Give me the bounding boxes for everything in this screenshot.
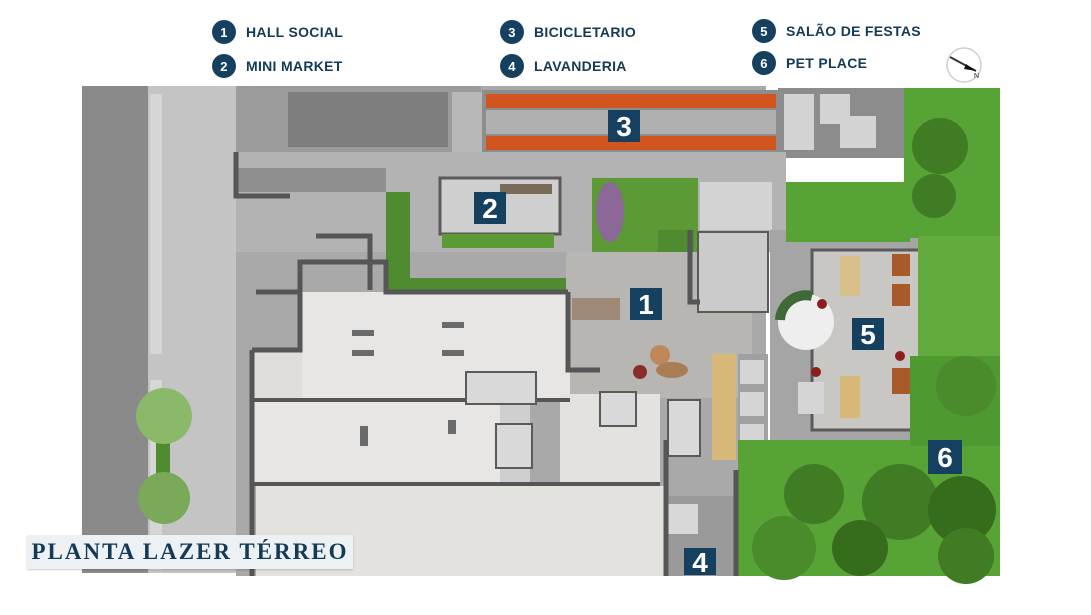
- marker-5: 5: [852, 318, 884, 350]
- plan-title: PLANTA LAZER TÉRREO: [27, 535, 353, 569]
- marker-3: 3: [608, 110, 640, 142]
- legend-label: PET PLACE: [786, 55, 868, 71]
- street: [82, 86, 148, 573]
- svg-text:2: 2: [482, 193, 498, 224]
- svg-text:1: 1: [638, 289, 654, 320]
- svg-text:5: 5: [860, 319, 876, 350]
- marker-6: 6: [928, 440, 962, 474]
- legend-label: MINI MARKET: [246, 58, 343, 74]
- legend-item-pet-place: 6 PET PLACE: [752, 51, 867, 75]
- legend-item-lavanderia: 4 LAVANDERIA: [500, 54, 627, 78]
- legend-number: 4: [500, 54, 524, 78]
- legend-number: 5: [752, 19, 776, 43]
- legend-label: LAVANDERIA: [534, 58, 627, 74]
- marker-1: 1: [630, 288, 662, 320]
- svg-text:3: 3: [616, 111, 632, 142]
- legend-item-bicicletario: 3 BICICLETARIO: [500, 20, 636, 44]
- marker-4: 4: [684, 547, 716, 578]
- svg-text:6: 6: [937, 442, 953, 473]
- parking-garage: [252, 292, 666, 576]
- north-arrow-icon: N: [946, 47, 982, 83]
- svg-text:N: N: [974, 73, 979, 80]
- legend-label: HALL SOCIAL: [246, 24, 344, 40]
- marker-2: 2: [474, 192, 506, 224]
- legend-number: 3: [500, 20, 524, 44]
- legend-item-mini-market: 2 MINI MARKET: [212, 54, 343, 78]
- sidewalk-trees: [136, 388, 192, 524]
- legend-number: 1: [212, 20, 236, 44]
- salao-de-festas-room: [770, 230, 922, 440]
- svg-text:4: 4: [692, 547, 708, 578]
- legend-number: 6: [752, 51, 776, 75]
- legend-number: 2: [212, 54, 236, 78]
- legend-item-hall-social: 1 HALL SOCIAL: [212, 20, 343, 44]
- legend-label: SALÃO DE FESTAS: [786, 23, 921, 39]
- legend-item-salao-de-festas: 5 SALÃO DE FESTAS: [752, 19, 921, 43]
- legend-label: BICICLETARIO: [534, 24, 637, 40]
